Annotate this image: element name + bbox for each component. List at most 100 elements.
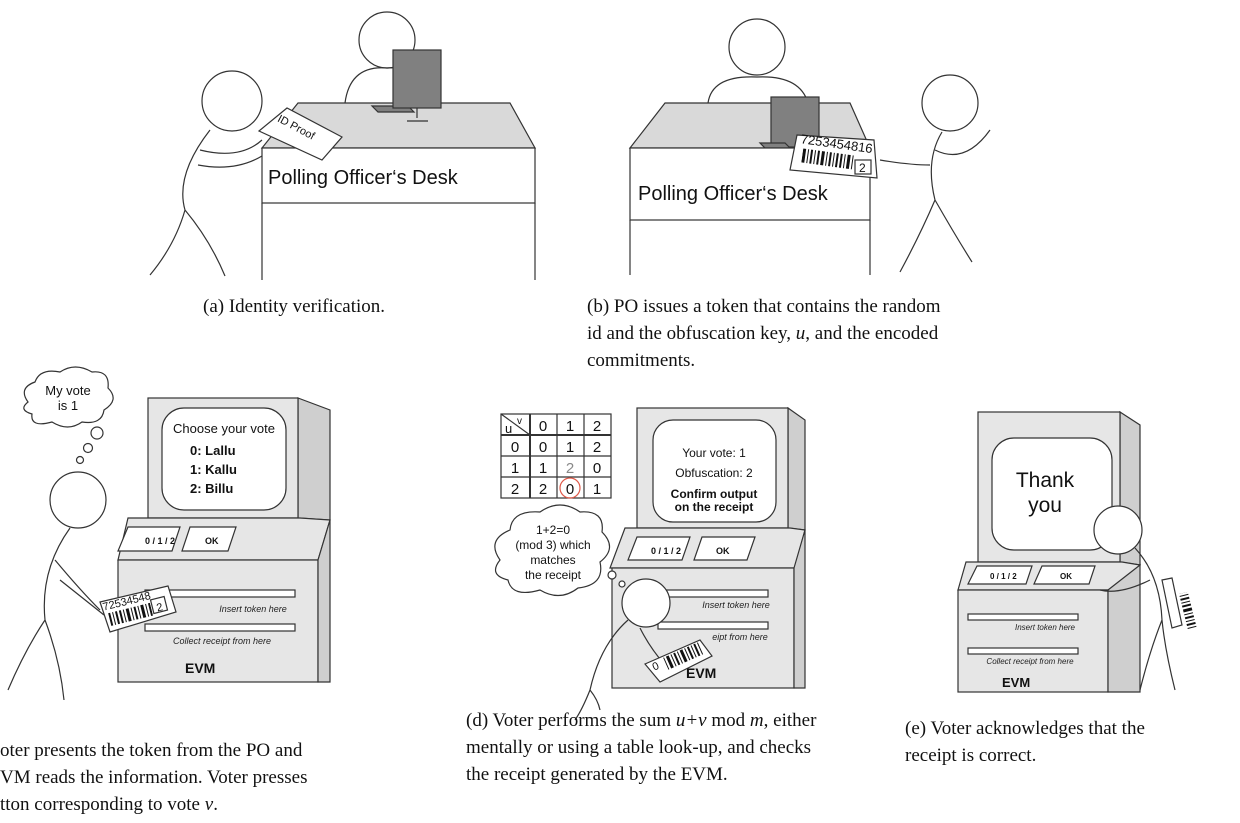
monitor-stand xyxy=(758,142,792,149)
receipt-digit: 0 xyxy=(651,660,661,673)
table-row-u: 1 xyxy=(511,460,519,477)
caption-d: (d) Voter performs the sum u+v mod m, ei… xyxy=(466,707,896,788)
screen-line: on the receipt xyxy=(675,500,754,514)
button-label-ok: OK xyxy=(716,546,730,556)
evm-button-012 xyxy=(967,565,1033,585)
caption-c-math-v: v xyxy=(204,794,214,815)
evm-screen xyxy=(161,407,287,511)
evm-screen xyxy=(991,437,1113,551)
evm-body-side xyxy=(793,529,806,689)
caption-b-line2: id and the obfuscation key, u, and the e… xyxy=(587,320,1047,347)
receipt xyxy=(1161,577,1183,629)
caption-d-math-sum: u+v xyxy=(675,710,707,731)
desk-label-b: Polling Officer‘s Desk xyxy=(638,183,829,205)
thought-bubble xyxy=(75,455,85,465)
caption-b-math-u: u xyxy=(795,323,806,344)
caption-e-line1: (e) Voter acknowledges that the xyxy=(905,718,1145,739)
receipt-barcode xyxy=(1179,591,1197,629)
insert-token-label: Insert token here xyxy=(1015,623,1076,632)
token-key-box xyxy=(854,159,872,175)
screen-line: Thank xyxy=(1016,469,1075,492)
caption-a: (a) Identity verification. xyxy=(203,293,385,320)
thought-text: the receipt xyxy=(525,568,582,582)
evm-screen xyxy=(652,419,777,523)
vote-option: 1: Kallu xyxy=(190,462,237,477)
screen-line: Your vote: 1 xyxy=(682,446,746,460)
collect-receipt-label: Collect receipt from here xyxy=(173,636,271,646)
panel-e-illustration xyxy=(957,410,1197,693)
caption-b: (b) PO issues a token that contains the … xyxy=(587,293,1047,374)
caption-b-line1: (b) PO issues a token that contains the … xyxy=(587,296,941,317)
receipt-slot xyxy=(657,621,769,630)
evm-button-ok xyxy=(1033,565,1096,585)
panel-d-illustration xyxy=(494,406,806,721)
table-corner-u: u xyxy=(505,421,512,436)
caption-c-line3-post: . xyxy=(213,794,218,815)
evm-monitor-side xyxy=(787,406,806,531)
vote-option: 0: Lallu xyxy=(190,443,236,458)
voter-body xyxy=(7,527,105,701)
table-row-u: 0 xyxy=(511,439,519,456)
screen-line: Confirm output xyxy=(671,487,758,501)
caption-d-line1: (d) Voter performs the sum u+v mod m, ei… xyxy=(466,707,896,734)
evm-body-side xyxy=(317,519,331,683)
insert-token-label: Insert token here xyxy=(702,600,770,610)
caption-d-line1-pre: (d) Voter performs the sum xyxy=(466,710,672,731)
caption-d-line2: mentally or using a table look-up, and c… xyxy=(466,737,812,758)
caption-c-line1: oter presents the token from the PO and xyxy=(0,740,303,761)
voter-body xyxy=(879,129,991,273)
table-cell: 1 xyxy=(593,481,601,498)
voter-body xyxy=(149,129,263,277)
thought-cloud xyxy=(23,366,114,428)
insert-token-label: Insert token here xyxy=(219,604,287,614)
caption-c-line3-pre: tton corresponding to vote xyxy=(0,794,200,815)
officer-head xyxy=(728,18,786,76)
thought-cloud xyxy=(494,504,611,597)
evm-button-012 xyxy=(117,526,181,552)
caption-b-line2-pre: id and the obfuscation key, xyxy=(587,323,792,344)
table-header-cell: 2 xyxy=(593,418,601,435)
evm-body xyxy=(957,589,1109,693)
button-label-012: 0 / 1 / 2 xyxy=(145,536,175,546)
voter-head xyxy=(1093,505,1143,555)
voter-body xyxy=(1099,547,1176,691)
voter-head xyxy=(921,74,979,132)
button-label-ok: OK xyxy=(1060,572,1072,581)
evm-label: EVM xyxy=(686,665,716,681)
thought-text: My vote xyxy=(45,383,91,398)
table-row-u: 2 xyxy=(511,481,519,498)
evm-button-ok xyxy=(693,536,756,561)
caption-c-line2: VM reads the information. Voter presses xyxy=(0,767,308,788)
thought-text: (mod 3) which xyxy=(515,538,590,552)
token-key-b: 2 xyxy=(859,161,866,175)
voter-head xyxy=(49,471,107,529)
thought-bubble xyxy=(607,570,617,580)
voter-head xyxy=(621,578,671,628)
table-header-cell: 1 xyxy=(566,418,574,435)
collect-receipt-label: eipt from here xyxy=(712,632,768,642)
screen-line: you xyxy=(1028,494,1062,517)
caption-d-line3: the receipt generated by the EVM. xyxy=(466,764,728,785)
officer-body xyxy=(707,76,809,104)
thought-bubble xyxy=(82,442,94,454)
caption-b-line2-post: , and the encoded xyxy=(805,323,939,344)
caption-d-math-m: m xyxy=(749,710,764,731)
monitor-base xyxy=(407,108,428,122)
monitor xyxy=(392,49,442,109)
panel-b-illustration xyxy=(628,18,991,275)
table-cell: 0 xyxy=(539,439,547,456)
panel-a-illustration xyxy=(149,11,537,280)
evm-body xyxy=(117,559,319,683)
table-cell: 2 xyxy=(539,481,547,498)
receipt-slot xyxy=(967,647,1079,655)
token-key-box xyxy=(149,595,169,615)
receipt-slot xyxy=(144,623,296,632)
button-label-012: 0 / 1 / 2 xyxy=(990,572,1017,581)
voter-head xyxy=(201,70,263,132)
token-slot xyxy=(657,589,769,598)
receipt-barcode xyxy=(663,642,704,670)
token-barcode xyxy=(107,602,154,627)
table-cell: 0 xyxy=(566,481,574,498)
caption-a-text: (a) Identity verification. xyxy=(203,296,386,317)
